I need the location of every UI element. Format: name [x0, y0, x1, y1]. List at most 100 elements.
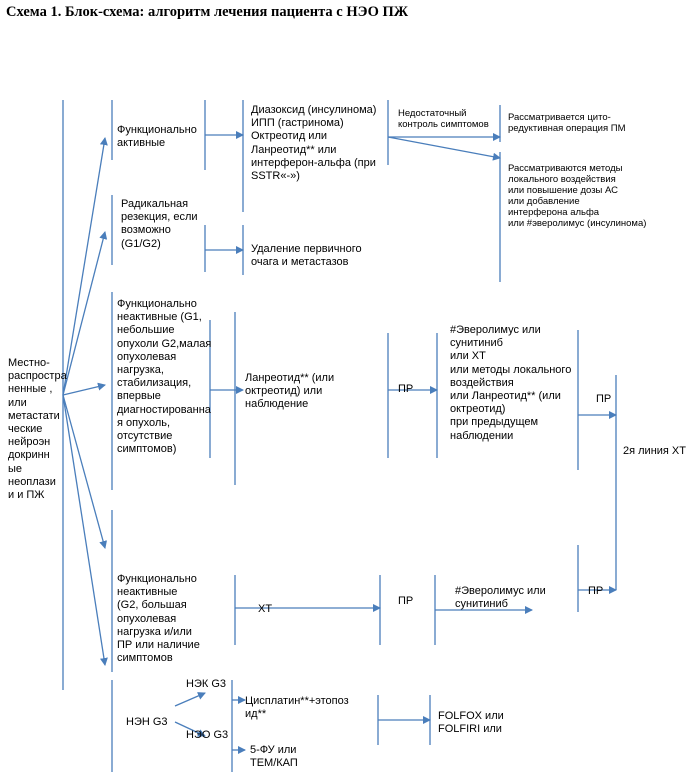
text-line: нагрузка и/или — [117, 625, 192, 638]
text-line: октреотид) или — [245, 385, 323, 398]
text-line: небольшие — [117, 324, 175, 337]
text-line: и и ПЖ — [8, 489, 45, 502]
text-line: стабилизация, — [117, 377, 192, 390]
text-line: редуктивная операция ПМ — [508, 123, 626, 134]
text-line: опухоли G2,малая — [117, 337, 212, 350]
text-line: Местно- — [8, 357, 50, 369]
text-line: октреотид) — [450, 403, 506, 416]
arrow-to-local-methods — [387, 136, 501, 161]
text-line: 5-ФУ или — [250, 744, 297, 756]
node-g2-treatment: ХТ — [258, 603, 273, 615]
text-line: отсутствие — [117, 430, 173, 443]
text-line: возможно — [121, 224, 171, 237]
text-line: Удаление первичного — [251, 243, 362, 255]
text-line: Диазоксид (инсулинома) — [251, 104, 377, 116]
node-func-active-treatment: Диазоксид (инсулинома)ИПП (гастринома)Ок… — [251, 104, 376, 183]
node-nek-g3: НЭК G3 — [186, 678, 226, 690]
text-line: неактивные (G1, — [117, 311, 202, 324]
text-line: ид** — [245, 708, 267, 721]
text-line: сунитиниб — [450, 337, 503, 350]
text-line: опухолевая — [117, 612, 177, 625]
arrow-to-inactive-g2-lower — [62, 394, 108, 666]
text-line: (G1/G2) — [121, 237, 161, 250]
arrow-to-func-active — [62, 137, 108, 396]
text-line: при предыдущем — [450, 416, 539, 429]
text-line: наблюдение — [245, 398, 309, 411]
text-line: активные — [117, 137, 166, 150]
text-line: Радикальная — [121, 198, 189, 210]
text-line: ненные , — [8, 383, 53, 396]
node-pr-right-top: ПР — [596, 393, 612, 405]
text-line: FOLFIRI или — [438, 723, 502, 736]
text-line: или #эверолимус (инсулинома) — [508, 218, 647, 229]
text-line: симптомов) — [117, 443, 177, 456]
text-line: или добавление — [508, 196, 580, 207]
text-line: ческие — [8, 423, 43, 436]
text-line: Ланреотид** (или — [245, 372, 335, 384]
node-pr-1: ПР — [398, 383, 414, 395]
text-line: сунитиниб — [455, 598, 508, 611]
arrow-to-neo-g3 — [174, 721, 206, 737]
node-pr-right-bottom: ПР — [588, 585, 604, 597]
arrow-to-inactive-g2-upper — [62, 394, 108, 549]
text-line: нагрузка, — [117, 364, 164, 377]
text-line: ТЕМ/КАП — [250, 757, 298, 770]
text-line: #Эверолимус или — [450, 324, 541, 336]
text-line: впервые — [117, 390, 161, 403]
arrow-to-inactive-g1 — [62, 382, 106, 396]
text-line: диагностированна — [117, 403, 211, 416]
text-line: локального воздействия — [508, 174, 616, 185]
text-line: SSTR«-») — [251, 170, 300, 183]
text-line: я опухоль, — [117, 416, 171, 429]
text-line: Функционально — [117, 124, 197, 136]
text-line: симптомов — [117, 652, 173, 665]
text-line: или — [8, 396, 27, 409]
node-nen-g3: НЭН G3 — [126, 716, 168, 728]
text-line: распростра — [8, 370, 67, 383]
node-cytoreductive: Рассматривается цито-редуктивная операци… — [508, 112, 625, 134]
text-line: Цисплатин**+этопоз — [245, 695, 349, 707]
text-line: наблюдении — [450, 429, 514, 442]
text-line: опухолевая — [117, 350, 177, 363]
text-line: ПР или наличие — [117, 639, 200, 652]
text-line: Функционально — [117, 573, 197, 585]
text-line: ИПП (гастринома) — [251, 117, 344, 130]
text-line: или Ланреотид** (или — [450, 390, 561, 403]
text-line: Рассматривается цито- — [508, 112, 611, 123]
arrow-to-nek-g3 — [174, 692, 206, 707]
text-line: Рассматриваются методы — [508, 163, 623, 174]
text-line: или ХТ — [450, 350, 486, 363]
text-line: Недостаточный — [398, 108, 467, 119]
text-line: ые — [8, 462, 23, 475]
text-line: или повышение дозы АС — [508, 185, 619, 196]
text-line: Ланреотид** или — [251, 143, 337, 156]
text-line: резекция, если — [121, 211, 198, 224]
text-line: воздействия — [450, 376, 514, 389]
text-line: метастати — [8, 409, 60, 422]
text-line: Функционально — [117, 298, 197, 310]
text-line: интерферон-альфа (при — [251, 156, 376, 169]
text-line: #Эверолимус или — [455, 585, 546, 597]
text-line: Октреотид или — [251, 130, 328, 143]
node-neo-g3: НЭО G3 — [186, 729, 229, 741]
text-line: (G2, большая — [117, 599, 187, 612]
text-line: нейроэн — [8, 436, 51, 449]
text-line: очага и метастазов — [251, 256, 349, 269]
text-line: контроль симптомов — [398, 119, 489, 130]
text-line: докринн — [8, 449, 50, 462]
